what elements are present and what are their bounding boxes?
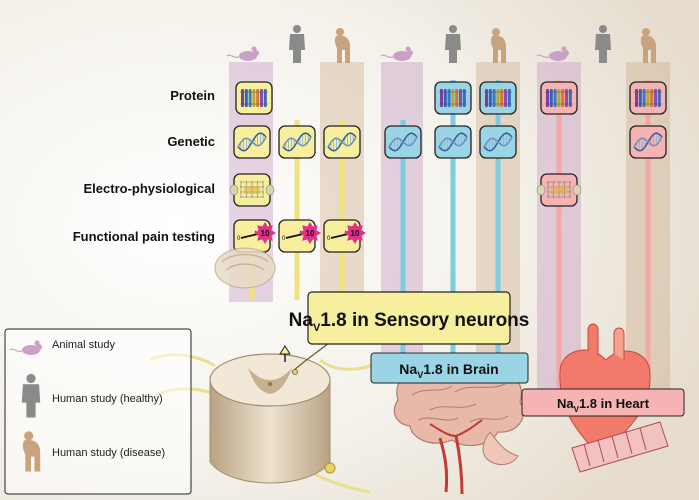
tile-protein xyxy=(235,81,273,115)
svg-text:NaV1.8 in Heart: NaV1.8 in Heart xyxy=(557,396,650,414)
pain-burst-icon xyxy=(344,222,366,244)
spinal-cord-illustration xyxy=(149,247,381,494)
svg-text:NaV1.8 in Sensory neurons: NaV1.8 in Sensory neurons xyxy=(289,310,530,334)
tile-electro xyxy=(229,173,275,207)
tile-protein xyxy=(629,81,667,115)
tile-genetic xyxy=(233,125,271,159)
tile-functional: 0 10 xyxy=(233,219,276,253)
label-brain-text: 1.8 in Brain xyxy=(423,361,498,377)
label-brain: NaV1.8 in Brain xyxy=(370,352,529,384)
tile-functional: 0 10 xyxy=(323,219,366,253)
tile-protein xyxy=(540,81,578,115)
tile-genetic xyxy=(323,125,361,159)
v-subscript: V xyxy=(313,322,321,334)
legend-human-disease: Human study (disease) xyxy=(52,447,165,459)
label-heart-text: 1.8 in Heart xyxy=(579,396,650,411)
na-prefix: Na xyxy=(557,396,574,411)
row-label-genetic: Genetic xyxy=(167,134,215,149)
svg-text:NaV1.8 in Brain: NaV1.8 in Brain xyxy=(399,361,498,380)
scale-start-label: 0 xyxy=(282,236,286,242)
tile-genetic xyxy=(278,125,316,159)
na-prefix: Na xyxy=(399,361,417,377)
tile-protein xyxy=(479,81,517,115)
pain-burst-icon xyxy=(299,222,321,244)
row-label-functional-pain-testing: Functional pain testing xyxy=(73,229,215,244)
legend: Animal study Human study (healthy) Human… xyxy=(4,328,192,495)
tile-genetic xyxy=(629,125,667,159)
scale-end-label: 10 xyxy=(351,229,360,238)
v-subscript: V xyxy=(574,405,580,414)
tile-functional: 0 10 xyxy=(278,219,321,253)
pain-burst-icon xyxy=(254,222,276,244)
label-heart: NaV1.8 in Heart xyxy=(521,388,685,417)
scale-end-label: 10 xyxy=(306,229,315,238)
na-prefix: Na xyxy=(289,310,314,331)
scale-end-label: 10 xyxy=(261,229,270,238)
row-label-electrophysiological: Electro-physiological xyxy=(84,181,215,196)
label-sensory-text: 1.8 in Sensory neurons xyxy=(320,310,529,331)
label-sensory-neurons: NaV1.8 in Sensory neurons xyxy=(289,291,530,345)
legend-human-healthy: Human study (healthy) xyxy=(52,393,163,405)
arrow-head-icon xyxy=(279,345,291,355)
tile-protein xyxy=(434,81,472,115)
tile-genetic xyxy=(479,125,517,159)
evidence-tiles: 0 10 0 10 0 10 xyxy=(229,81,667,253)
row-label-protein: Protein xyxy=(170,88,215,103)
scale-start-label: 0 xyxy=(327,236,331,242)
tile-genetic xyxy=(384,125,422,159)
tile-electro xyxy=(536,173,582,207)
v-subscript: V xyxy=(417,370,423,380)
scale-start-label: 0 xyxy=(237,236,241,242)
legend-animal-study: Animal study xyxy=(52,339,115,351)
tile-genetic xyxy=(434,125,472,159)
